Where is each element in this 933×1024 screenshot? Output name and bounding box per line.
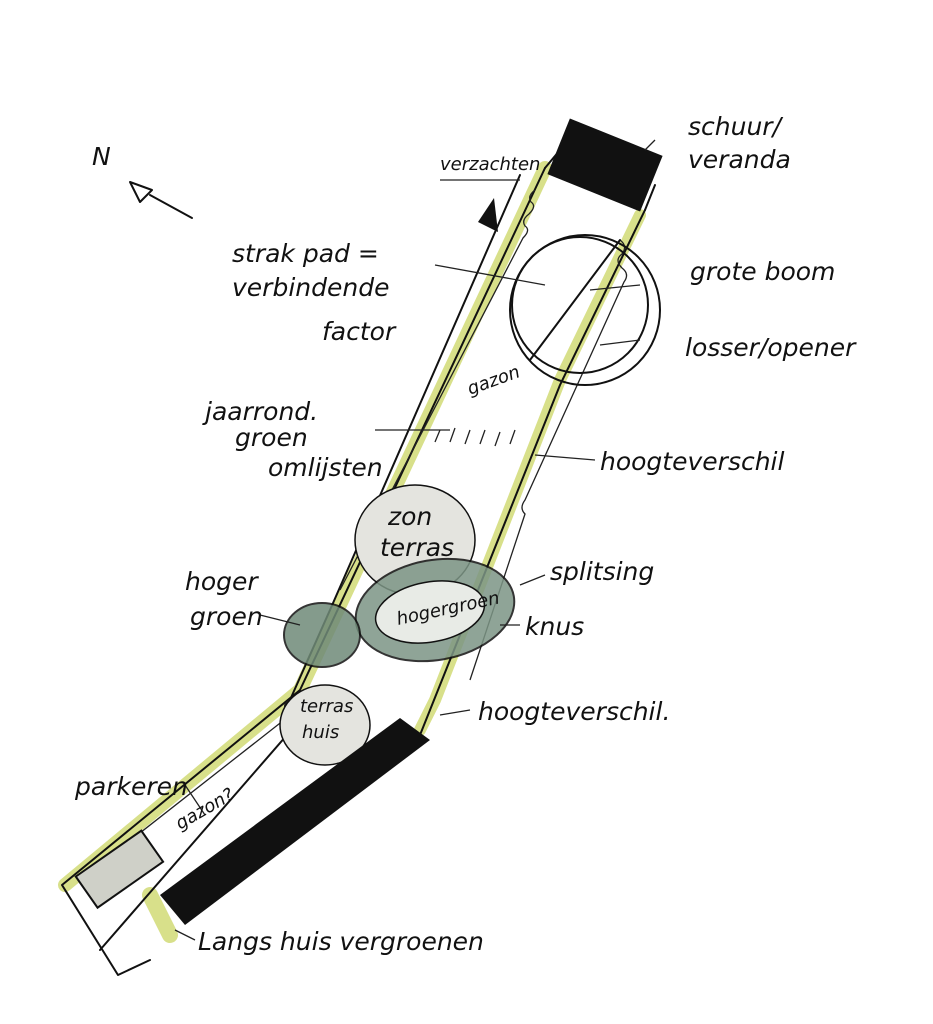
label-house-terrace-2: huis bbox=[302, 722, 339, 743]
label-parking: parkeren bbox=[74, 772, 188, 801]
label-along-house: Langs huis vergroenen bbox=[198, 927, 484, 956]
label-height-diff-top: hoogteverschil bbox=[600, 447, 785, 476]
parking-spot bbox=[74, 829, 165, 910]
label-path-2: verbindende bbox=[232, 273, 389, 302]
label-shed-2: veranda bbox=[688, 145, 791, 174]
shed-block bbox=[547, 118, 663, 212]
svg-text:N: N bbox=[92, 142, 111, 171]
label-lawn: gazon bbox=[465, 361, 523, 399]
label-evergreen-1: jaarrond. bbox=[202, 397, 318, 426]
label-sun-terrace-2: terras bbox=[380, 533, 454, 562]
label-evergreen-2: groen bbox=[235, 423, 308, 452]
label-sun-terrace-1: zon bbox=[387, 502, 432, 531]
house-terrace-area bbox=[279, 684, 371, 766]
tree-circles bbox=[509, 234, 661, 386]
label-tree: grote boom bbox=[690, 257, 835, 286]
label-looser: losser/opener bbox=[685, 333, 857, 362]
label-height-diff-bottom: hoogteverschil. bbox=[478, 697, 670, 726]
label-house-terrace-1: terras bbox=[300, 696, 353, 717]
north-arrow-icon: N bbox=[92, 142, 193, 219]
house-block bbox=[160, 718, 430, 925]
label-higher-green-1: hoger bbox=[185, 567, 259, 596]
label-frame: omlijsten bbox=[268, 453, 383, 482]
label-soften: verzachten bbox=[440, 154, 540, 175]
label-shed-1: schuur/ bbox=[688, 112, 784, 141]
soften-arrow-icon bbox=[478, 198, 498, 232]
label-cosy: knus bbox=[525, 612, 584, 641]
label-path-1: strak pad = bbox=[232, 239, 379, 268]
label-split: splitsing bbox=[550, 557, 654, 586]
higher-green-left bbox=[283, 602, 361, 668]
label-path-3: factor bbox=[322, 317, 397, 346]
label-higher-green-2: groen bbox=[190, 602, 263, 631]
